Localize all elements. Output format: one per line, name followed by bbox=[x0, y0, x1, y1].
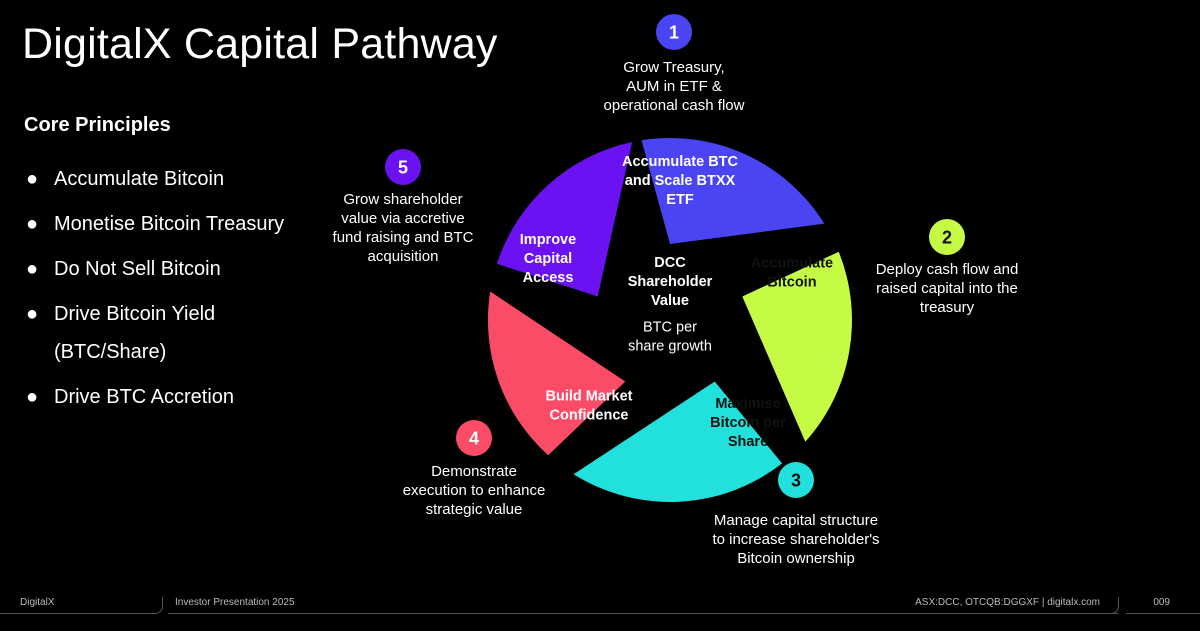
step-description: Grow Treasury,AUM in ETF &operational ca… bbox=[603, 59, 745, 114]
cycle-segment bbox=[742, 251, 852, 442]
step-number-badge bbox=[778, 462, 814, 498]
cycle-segment bbox=[496, 142, 633, 297]
bullet-icon: ● bbox=[26, 258, 39, 280]
step-number: 5 bbox=[398, 158, 408, 178]
footer-divider bbox=[1126, 613, 1200, 614]
principles-list: ●Accumulate Bitcoin ●Monetise Bitcoin Tr… bbox=[24, 160, 324, 423]
principle-item: ●Drive BTC Accretion bbox=[24, 378, 324, 416]
step-number-badge bbox=[656, 14, 692, 50]
principle-item: ●Accumulate Bitcoin bbox=[24, 160, 324, 198]
cycle-segment bbox=[641, 137, 825, 244]
bullet-icon: ● bbox=[26, 168, 39, 190]
step-number-badge bbox=[929, 219, 965, 255]
principle-item: ●Do Not Sell Bitcoin bbox=[24, 250, 324, 288]
cycle-center bbox=[594, 244, 746, 396]
cycle-segment bbox=[573, 381, 783, 502]
principle-item: ●Monetise Bitcoin Treasury bbox=[24, 205, 324, 243]
principles-heading: Core Principles bbox=[24, 114, 171, 136]
footer-divider bbox=[0, 613, 155, 614]
footer-divider bbox=[168, 613, 1118, 614]
footer-divider bbox=[1108, 597, 1119, 614]
step-number: 1 bbox=[669, 23, 679, 43]
step-number-badge bbox=[385, 149, 421, 185]
footer-divider bbox=[152, 597, 163, 614]
principle-item: ●Drive Bitcoin Yield (BTC/Share) bbox=[24, 295, 324, 371]
step-number: 2 bbox=[942, 228, 952, 248]
step-number-badge bbox=[456, 420, 492, 456]
footer-page-number: 009 bbox=[1153, 597, 1170, 608]
cycle-segment bbox=[487, 291, 626, 456]
bullet-icon: ● bbox=[26, 386, 39, 408]
bullet-icon: ● bbox=[26, 213, 39, 235]
footer-presentation: Investor Presentation 2025 bbox=[175, 597, 295, 608]
step-number: 3 bbox=[791, 471, 801, 491]
footer-tickers: ASX:DCC, OTCQB:DGGXF | digitalx.com bbox=[915, 597, 1100, 608]
bullet-icon: ● bbox=[26, 303, 39, 325]
footer-brand: DigitalX bbox=[20, 597, 55, 608]
page-title: DigitalX Capital Pathway bbox=[22, 20, 498, 68]
step-number: 4 bbox=[469, 429, 479, 449]
